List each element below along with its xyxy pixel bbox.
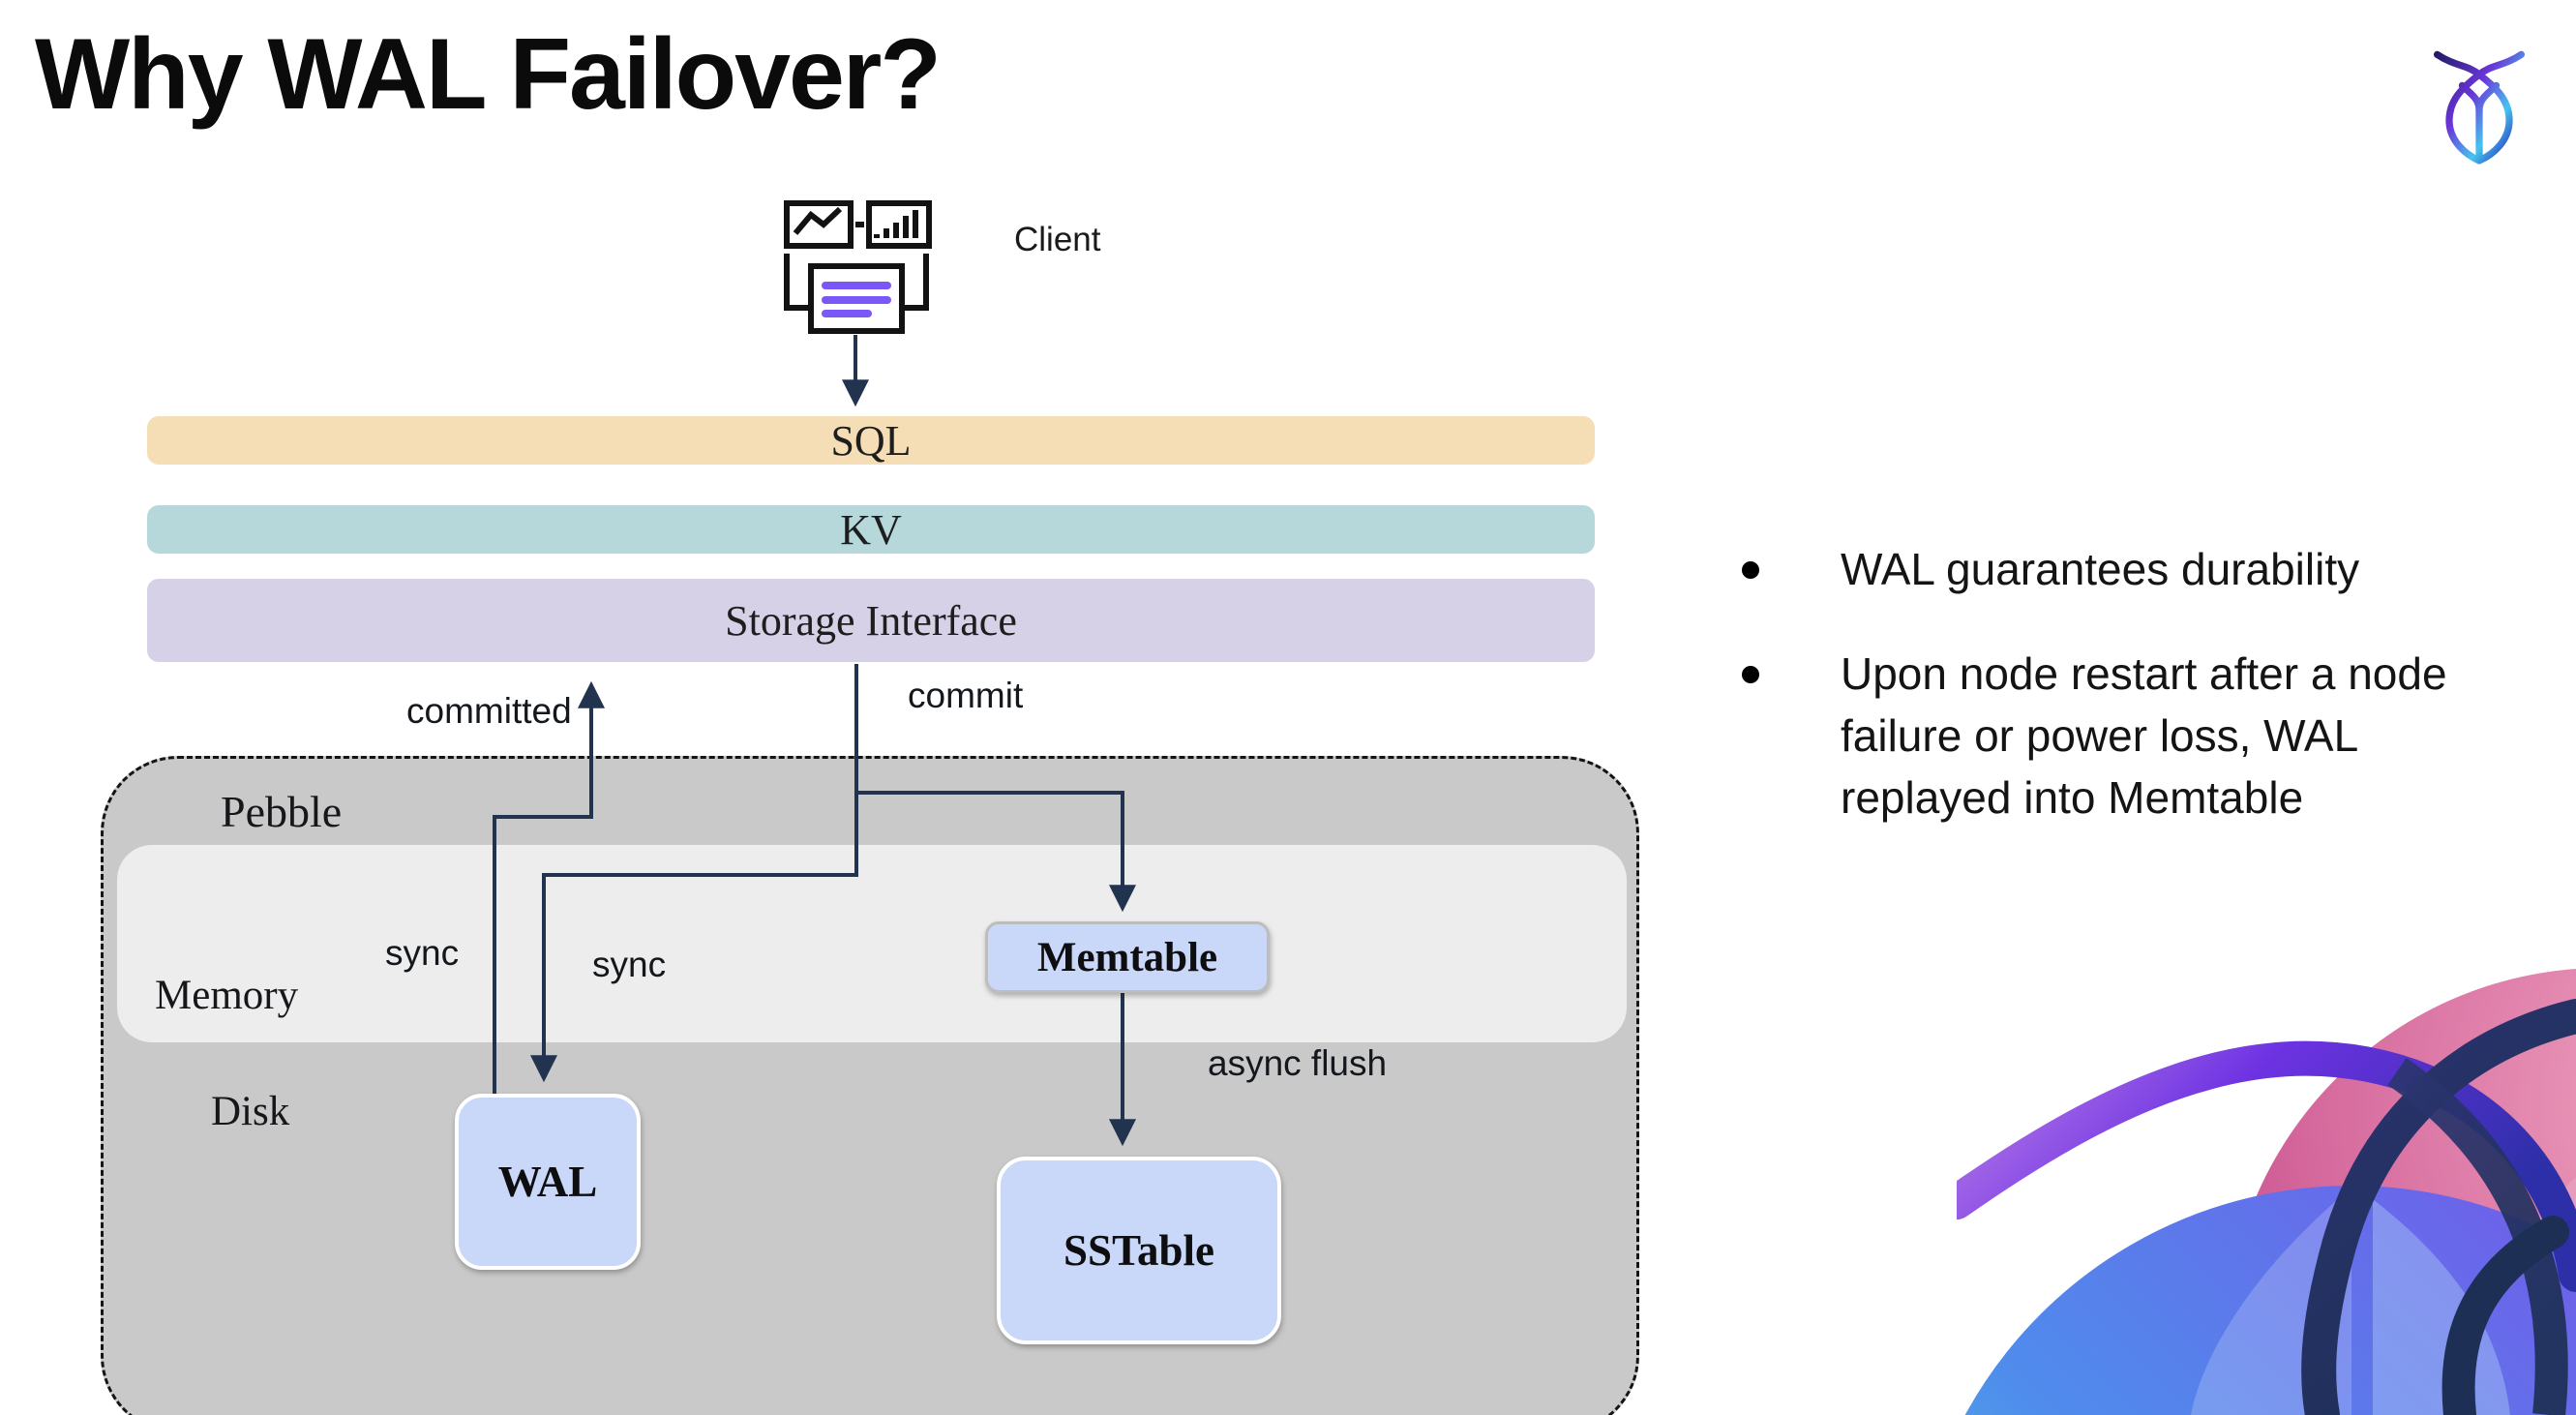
bullet-text: Upon node restart after a node failure o… bbox=[1841, 648, 2447, 823]
bracket-left-icon bbox=[784, 254, 814, 311]
edge-label-async-flush: async flush bbox=[1208, 1043, 1388, 1083]
edge-label-committed: committed bbox=[406, 691, 572, 731]
brand-art bbox=[1957, 969, 2576, 1415]
pebble-label: Pebble bbox=[221, 787, 343, 836]
layer-storage-label: Storage Interface bbox=[725, 596, 1017, 645]
bullet-dot-icon bbox=[1742, 666, 1759, 683]
line-chart-icon bbox=[784, 200, 854, 249]
edge-label-sync-right: sync bbox=[592, 945, 667, 984]
client-icon bbox=[784, 200, 932, 334]
wal-box: WAL bbox=[455, 1094, 641, 1270]
bullet-list: WAL guarantees durability Upon node rest… bbox=[1742, 538, 2477, 871]
list-item: Upon node restart after a node failure o… bbox=[1742, 643, 2477, 828]
client-label: Client bbox=[1014, 221, 1101, 258]
bullet-dot-icon bbox=[1742, 561, 1759, 579]
wal-label: WAL bbox=[497, 1158, 598, 1206]
layer-kv: KV bbox=[147, 505, 1595, 554]
edge-label-sync-left: sync bbox=[385, 933, 460, 973]
list-item: WAL guarantees durability bbox=[1742, 538, 2477, 600]
layer-sql-label: SQL bbox=[830, 416, 912, 465]
sstable-box: SSTable bbox=[997, 1157, 1281, 1344]
layer-kv-label: KV bbox=[840, 505, 902, 554]
pebble-container bbox=[101, 756, 1639, 1415]
disk-label: Disk bbox=[211, 1089, 290, 1134]
bracket-right-icon bbox=[899, 254, 929, 311]
memory-label: Memory bbox=[155, 973, 299, 1018]
sstable-label: SSTable bbox=[1063, 1226, 1214, 1275]
bullet-text: WAL guarantees durability bbox=[1841, 544, 2360, 594]
page-title: Why WAL Failover? bbox=[35, 18, 942, 131]
layer-sql: SQL bbox=[147, 416, 1595, 465]
layer-storage-interface: Storage Interface bbox=[147, 579, 1595, 662]
memtable-label: Memtable bbox=[1036, 934, 1218, 980]
blue-sphere bbox=[1964, 1186, 2576, 1415]
memory-band bbox=[117, 845, 1627, 1042]
edge-label-commit: commit bbox=[908, 676, 1024, 715]
cockroachdb-logo-icon bbox=[2433, 50, 2526, 165]
memtable-box: Memtable bbox=[985, 921, 1270, 993]
